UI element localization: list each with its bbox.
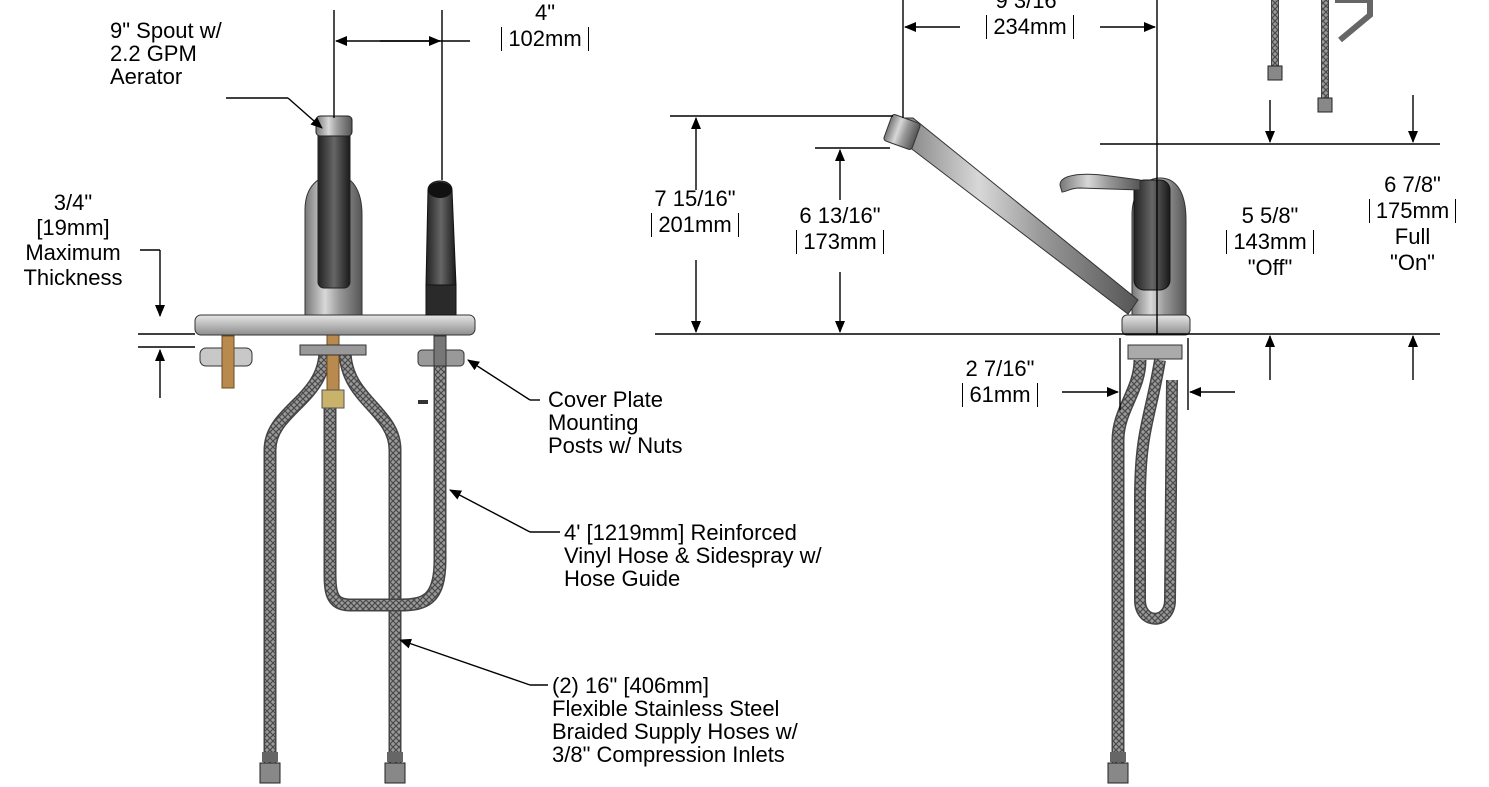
mounting-posts-callout: Cover Plate Mounting Posts w/ Nuts (548, 387, 683, 458)
hose-callout: 4' [1219mm] Reinforced Vinyl Hose & Side… (564, 520, 822, 591)
hose-fitting-left (259, 752, 281, 784)
thickness-callout: 3/4" [19mm] Maximum Thickness (23, 190, 123, 290)
dim-handle-on: 6 7/8" 175mm Full "On" (1340, 172, 1485, 276)
sidespray-hose (323, 360, 447, 612)
side-dimensions (655, 0, 1440, 410)
supply-hose-right (338, 349, 402, 770)
dim-center-spacing: 4" 102mm (450, 0, 640, 52)
side-spout (892, 117, 1139, 315)
dim-overall-height: 7 15/16" 201mm (620, 186, 770, 238)
mounting-post-left (199, 335, 253, 389)
dim-base-width: 2 7/16" 61mm (930, 356, 1070, 408)
hose-coil-detail (1267, 0, 1373, 113)
side-view (883, 0, 1373, 784)
side-handle (1059, 173, 1141, 193)
supply-hoses-callout: (2) 16" [406mm] Flexible Stainless Steel… (552, 673, 798, 767)
supply-hose-left (263, 349, 332, 770)
dim-spout-height: 6 13/16" 173mm (765, 203, 915, 255)
mounting-post-right (417, 335, 465, 367)
sidespray (425, 180, 457, 316)
spout-callout: 9" Spout w/ 2.2 GPM Aerator (110, 18, 222, 89)
front-dimensions (138, 10, 560, 686)
spout (317, 117, 351, 289)
dim-reach: 9 3/16" 234mm (930, 0, 1130, 40)
side-cover-plate (1121, 314, 1191, 336)
cover-plate (194, 314, 476, 336)
front-view (194, 115, 476, 784)
dim-handle-off: 5 5/8" 143mm "Off" (1195, 203, 1345, 281)
hose-fitting-right (384, 752, 406, 784)
side-hose-fitting (1107, 752, 1129, 784)
